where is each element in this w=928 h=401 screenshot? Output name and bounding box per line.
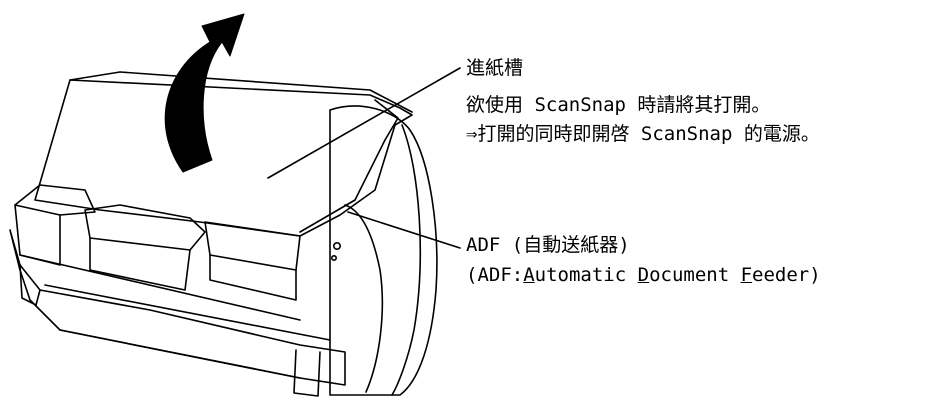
leader-line-adf: [347, 211, 461, 249]
power-led-icon: [330, 255, 337, 262]
paper-tray-power-note: ⇒打開的同時即開啓 ScanSnap 的電源。: [466, 123, 820, 145]
paper-tray-back-edge: [69, 71, 121, 81]
adf-expansion-open: (ADF:: [466, 264, 524, 286]
leader-line-paper-tray: [267, 67, 461, 179]
right-flap: [204, 221, 301, 271]
base-right-foot: [293, 349, 321, 397]
adf-word-feeder: eeder): [752, 264, 821, 286]
paper-slot: [44, 284, 331, 341]
power-button-icon: [332, 242, 341, 251]
side-panel-edge: [391, 124, 422, 396]
adf-expansion: (ADF:Automatic Document Feeder): [466, 266, 821, 285]
flap-lower-edge: [19, 254, 301, 321]
side-inner-curve: [344, 204, 384, 393]
paper-tray-instruction: 欲使用 ScanSnap 時請將其打開。: [466, 94, 771, 116]
right-flap-front: [209, 254, 297, 301]
base-front-line: [59, 329, 301, 379]
adf-word-document: ocument: [649, 264, 741, 286]
adf-initial-f: F: [740, 264, 753, 286]
adf-initial-d: D: [637, 264, 650, 286]
center-flap-front: [89, 237, 191, 291]
adf-initial-a: A: [523, 264, 535, 286]
paper-tray-rim: [299, 99, 399, 233]
center-flap: [84, 204, 206, 251]
base-left-foot: [19, 264, 41, 306]
adf-title: ADF (自動送紙器): [466, 234, 630, 256]
paper-tray-title: 進紙槽: [466, 57, 524, 79]
open-arrow-icon: [164, 13, 245, 173]
paper-tray-top-edge: [119, 71, 413, 113]
left-flap: [14, 184, 96, 216]
scanner-base: [9, 229, 346, 386]
adf-word-automatic: utomatic: [534, 264, 638, 286]
